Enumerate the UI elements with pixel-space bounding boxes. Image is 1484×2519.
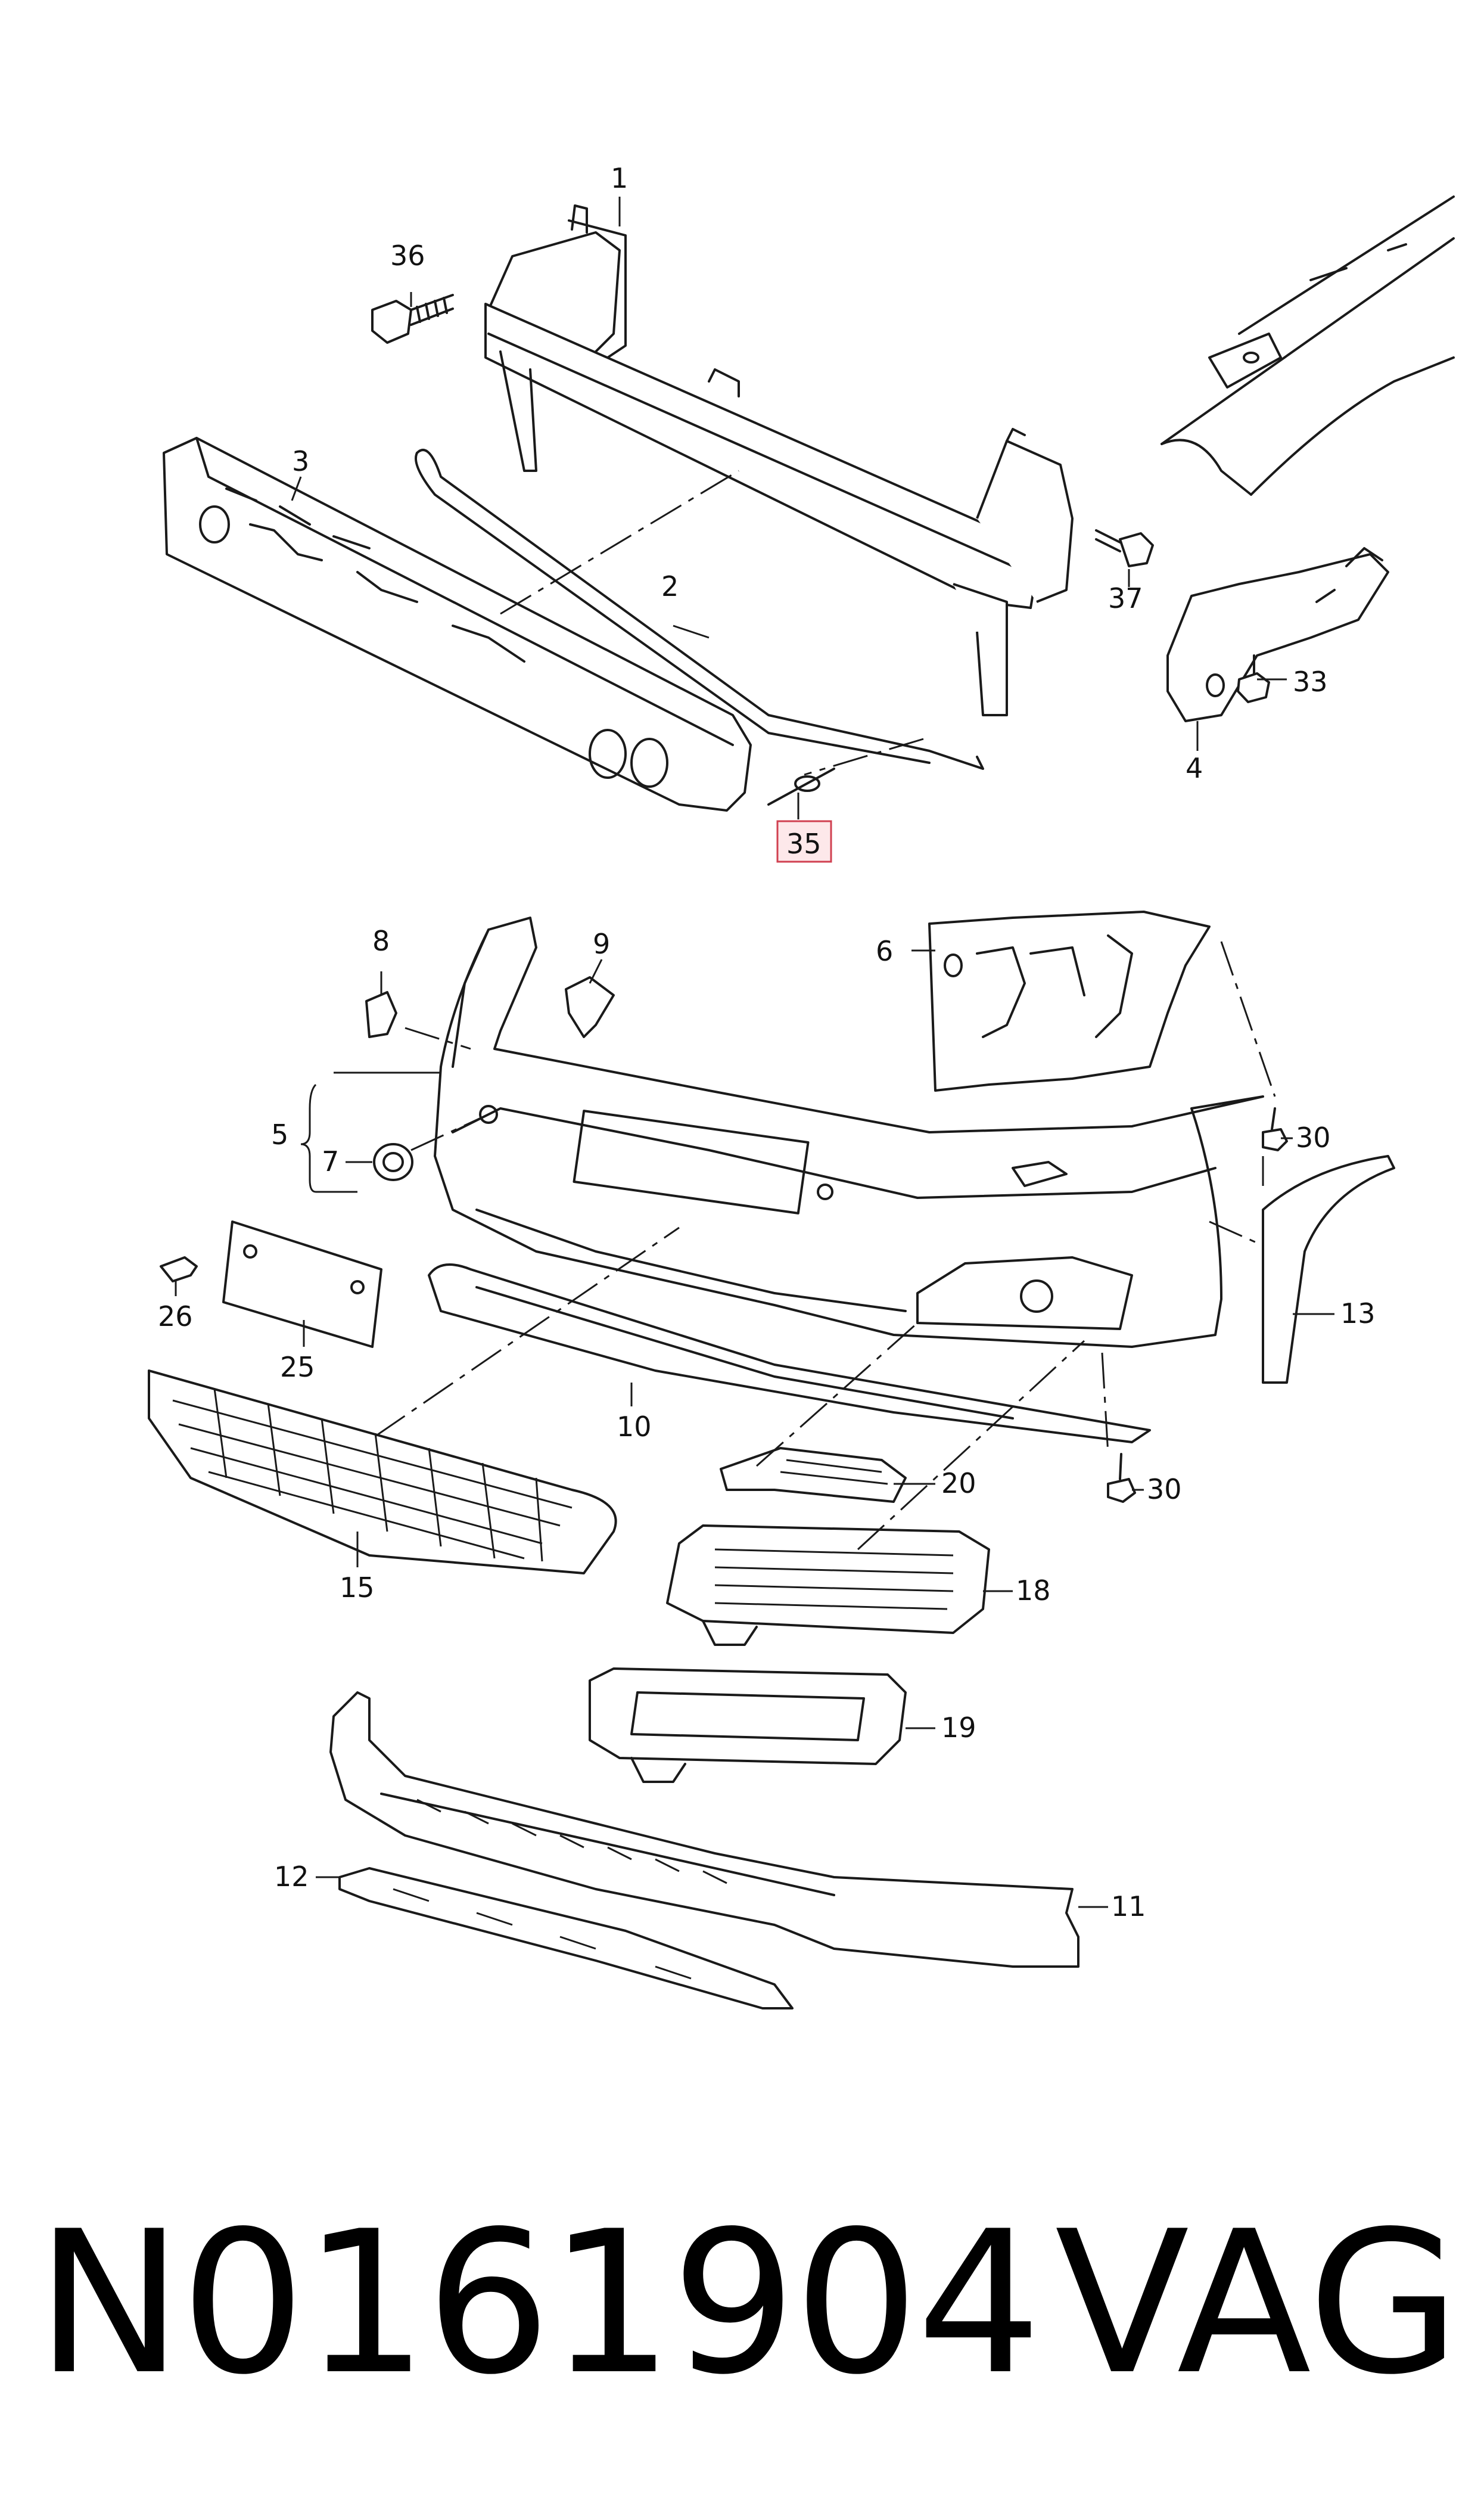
bracket-9 (565, 976, 615, 1038)
trim-strip-20 (720, 1447, 907, 1503)
callout-25: 25 (280, 1351, 315, 1383)
callout-18: 18 (1016, 1574, 1051, 1607)
fog-frame-19 (589, 1667, 907, 1783)
leader-lines (175, 197, 1334, 1908)
callout-6: 6 (876, 935, 893, 967)
fender (1161, 195, 1455, 496)
skid-trim-12 (338, 1867, 794, 2009)
cap-7 (373, 1143, 413, 1181)
lower-grille-15 (148, 1369, 617, 1574)
callout-12: 12 (274, 1860, 309, 1893)
callout-30a: 30 (1296, 1122, 1331, 1154)
license-plate-holder-25 (222, 1220, 382, 1348)
bumper-reinforcement-beam (484, 204, 1074, 716)
parts-diagram: 1 36 3 2 37 33 4 35 6 8 9 5 7 30 13 26 2… (148, 162, 1455, 2009)
callout-15: 15 (340, 1571, 375, 1604)
spoiler-trim-10 (428, 1263, 1151, 1443)
callout-1: 1 (611, 162, 628, 194)
callout-8: 8 (372, 925, 390, 957)
part-number: N0161904 (36, 2189, 1042, 2418)
bumper-cover (434, 917, 1264, 1348)
callout-20: 20 (941, 1467, 976, 1499)
wheel-arch-trim-13 (1261, 1155, 1395, 1384)
alignment-lines (375, 470, 1276, 1551)
mounting-bracket-6 (928, 911, 1211, 1092)
callout-2: 2 (661, 570, 679, 602)
bracket-8 (365, 991, 397, 1038)
callout-11: 11 (1111, 1890, 1146, 1922)
callout-33: 33 (1293, 666, 1328, 698)
callout-7: 7 (322, 1145, 339, 1178)
screw-30a (1262, 1107, 1288, 1151)
clip-35 (767, 768, 835, 806)
nut-33 (1237, 654, 1270, 703)
brand-name: VAG (1054, 2189, 1460, 2418)
callout-13: 13 (1340, 1297, 1376, 1330)
callout-4: 4 (1186, 752, 1203, 784)
bracket-4 (1166, 547, 1389, 722)
callout-10: 10 (617, 1411, 652, 1443)
bolt-37 (1095, 529, 1154, 567)
lower-spoiler-11 (329, 1691, 1079, 1968)
callout-35: 35 (786, 828, 822, 860)
fog-grille-18 (666, 1524, 990, 1646)
callout-5: 5 (271, 1119, 288, 1151)
callout-3: 3 (292, 445, 309, 477)
highlight-box-35 (776, 820, 832, 863)
absorber-strip (415, 449, 984, 770)
callout-37: 37 (1108, 582, 1143, 614)
clip-26 (160, 1256, 198, 1282)
callout-26: 26 (158, 1300, 193, 1333)
screw-30b (1107, 1453, 1136, 1503)
callout-30b: 30 (1147, 1473, 1182, 1505)
energy-absorber (163, 437, 752, 812)
callout-9: 9 (593, 928, 610, 960)
callout-36: 36 (390, 240, 425, 272)
bolt-36 (371, 294, 454, 344)
callout-labels: 1 36 3 2 37 33 4 35 6 8 9 5 7 30 13 26 2… (158, 162, 1376, 1922)
callout-19: 19 (941, 1712, 976, 1744)
